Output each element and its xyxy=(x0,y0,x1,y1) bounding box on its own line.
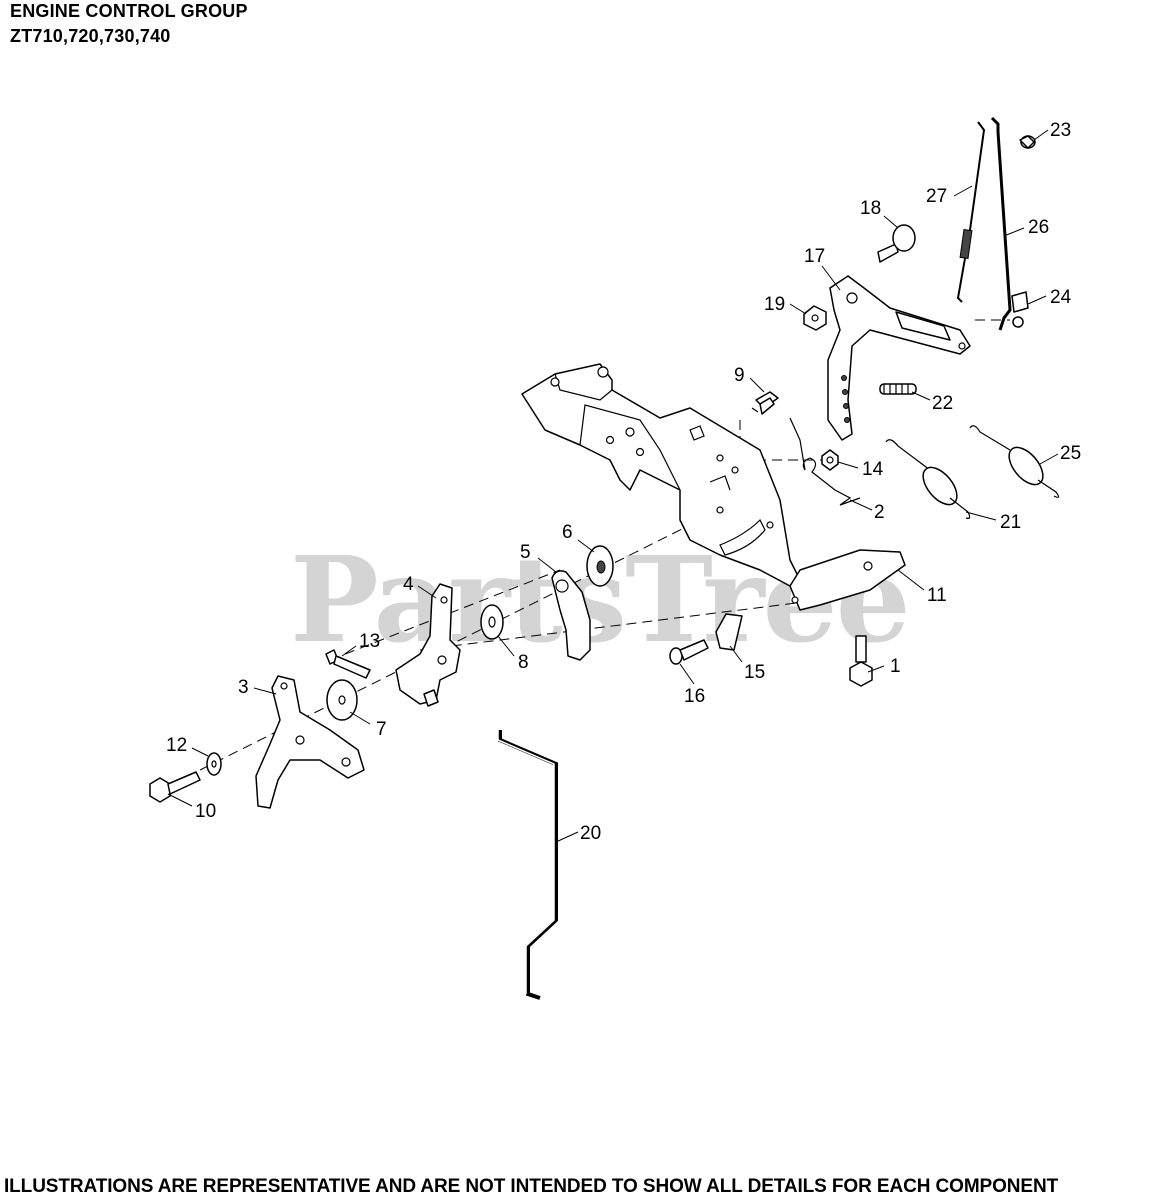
part-25-extension-spring xyxy=(969,425,1060,498)
callout-13: 13 xyxy=(359,631,380,652)
callout-8: 8 xyxy=(518,652,529,673)
disclaimer-footer: ILLUSTRATIONS ARE REPRESENTATIVE AND ARE… xyxy=(4,1176,1059,1197)
callout-7: 7 xyxy=(376,719,387,740)
part-12-washer xyxy=(206,752,222,776)
callout-19: 19 xyxy=(764,294,785,315)
model-numbers: ZT710,720,730,740 xyxy=(10,26,171,46)
callout-3: 3 xyxy=(238,677,249,698)
part-8-washer xyxy=(480,604,504,640)
part-15-clip xyxy=(715,613,743,651)
callout-12: 12 xyxy=(166,735,187,756)
callout-labels: 1 2 3 4 5 6 7 8 9 10 11 12 13 14 15 16 1… xyxy=(166,120,1081,844)
callout-2: 2 xyxy=(874,502,885,523)
part-26-rod xyxy=(990,116,1012,331)
part-3-lever xyxy=(255,675,365,809)
part-7-washer xyxy=(326,679,358,721)
callout-25: 25 xyxy=(1060,443,1081,464)
part-23-clip xyxy=(1019,135,1036,149)
callout-6: 6 xyxy=(562,522,573,543)
callout-18: 18 xyxy=(860,198,881,219)
callout-11: 11 xyxy=(927,585,947,606)
part-4-lever xyxy=(395,583,461,707)
callout-17: 17 xyxy=(804,246,825,267)
callout-26: 26 xyxy=(1028,217,1049,238)
callout-22: 22 xyxy=(932,393,953,414)
part-2-torsion-spring xyxy=(789,417,861,506)
part-21-extension-spring xyxy=(885,439,971,519)
callout-14: 14 xyxy=(862,459,884,480)
callout-9: 9 xyxy=(734,365,745,386)
diagram-title: ENGINE CONTROL GROUP xyxy=(10,1,248,21)
part-27-cable-rod xyxy=(956,121,986,303)
part-10-flange-bolt xyxy=(149,771,201,803)
callout-4: 4 xyxy=(403,574,414,595)
part-1-flange-bolt xyxy=(849,635,873,687)
callout-27: 27 xyxy=(926,186,947,207)
part-5-cam-plate xyxy=(551,570,591,661)
part-9-shoulder-bolt xyxy=(751,391,779,415)
callout-16: 16 xyxy=(684,686,705,707)
main-control-bracket xyxy=(521,363,801,587)
part-18-knob xyxy=(877,224,916,263)
part-24-clip xyxy=(1011,291,1029,328)
callout-1: 1 xyxy=(890,656,901,677)
callout-23: 23 xyxy=(1050,120,1071,141)
part-13-bolt xyxy=(325,649,371,679)
callout-15: 15 xyxy=(744,662,765,683)
callout-20: 20 xyxy=(580,823,601,844)
part-20-control-rod xyxy=(497,730,558,1000)
part-16-bolt xyxy=(669,639,709,665)
callout-5: 5 xyxy=(520,542,531,563)
part-17-throttle-lever xyxy=(827,275,971,441)
callout-24: 24 xyxy=(1050,287,1072,308)
part-6-washer xyxy=(586,545,614,587)
callout-10: 10 xyxy=(195,801,216,822)
part-22-spring xyxy=(879,383,917,395)
part-14-nut xyxy=(821,449,839,471)
leader-lines xyxy=(167,129,1059,843)
callout-21: 21 xyxy=(1000,512,1021,533)
part-11-bracket xyxy=(789,549,906,611)
part-19-nut xyxy=(803,305,827,331)
